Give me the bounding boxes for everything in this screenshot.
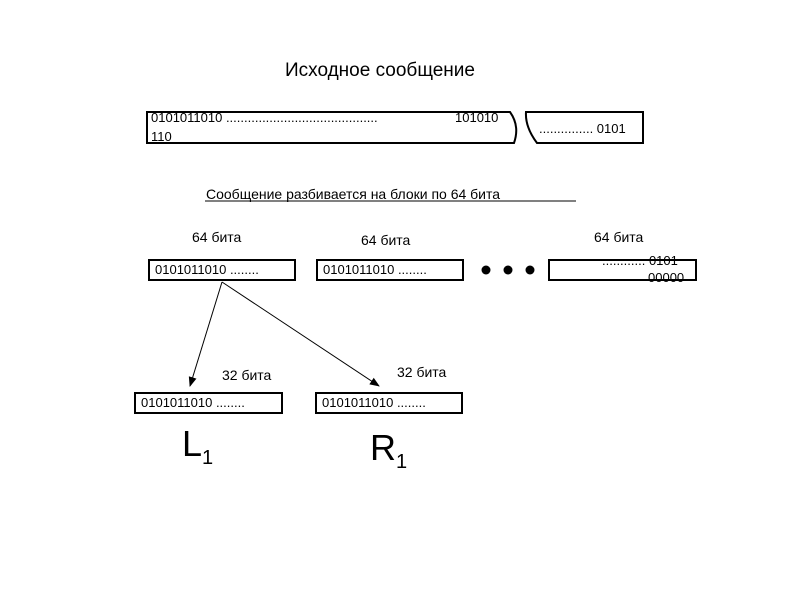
block-64bit: 0101011010 ........ (148, 259, 296, 281)
left-half-subscript: 1 (202, 447, 214, 469)
ellipsis-dot (525, 265, 535, 275)
block-text: 0101011010 ........ (155, 262, 259, 277)
left-half-name: L1 (182, 423, 213, 470)
ellipsis-dot (481, 265, 491, 275)
message-text-mid: 101010 (455, 110, 499, 125)
message-right-piece (524, 111, 644, 144)
message-text-start: 0101011010 .............................… (151, 110, 378, 125)
right-half-name: R1 (370, 427, 407, 474)
diagram-title: Исходное сообщение (285, 60, 475, 81)
block-text: ............ 0101 (602, 253, 678, 268)
arrow-to-left-half (188, 281, 223, 387)
block-64bit-last: ............ 0101 00000 (548, 253, 697, 285)
message-left-piece (146, 111, 518, 144)
half-text: 0101011010 ........ (322, 395, 426, 410)
message-text-end: ............... 0101 (539, 121, 626, 136)
split-caption: Сообщение разбивается на блоки по 64 бит… (206, 186, 501, 202)
block-label: 64 бита (594, 229, 644, 245)
block-label: 64 бита (192, 229, 242, 245)
right-half-letter: R (370, 427, 396, 468)
half-text: 0101011010 ........ (141, 395, 245, 410)
message-text-wrap: 110 (151, 129, 172, 144)
arrow-to-right-half (221, 281, 380, 387)
ellipsis-dot (503, 265, 513, 275)
half-label: 32 бита (222, 367, 272, 383)
block-label: 64 бита (361, 232, 411, 248)
half-label: 32 бита (397, 364, 447, 380)
block-text: 0101011010 ........ (323, 262, 427, 277)
left-half-letter: L (182, 423, 203, 464)
half-block-right: 0101011010 ........ (315, 392, 463, 414)
block-text: 00000 (648, 270, 685, 285)
right-half-subscript: 1 (396, 451, 408, 473)
block-64bit: 0101011010 ........ (316, 259, 464, 281)
half-block-left: 0101011010 ........ (134, 392, 283, 414)
